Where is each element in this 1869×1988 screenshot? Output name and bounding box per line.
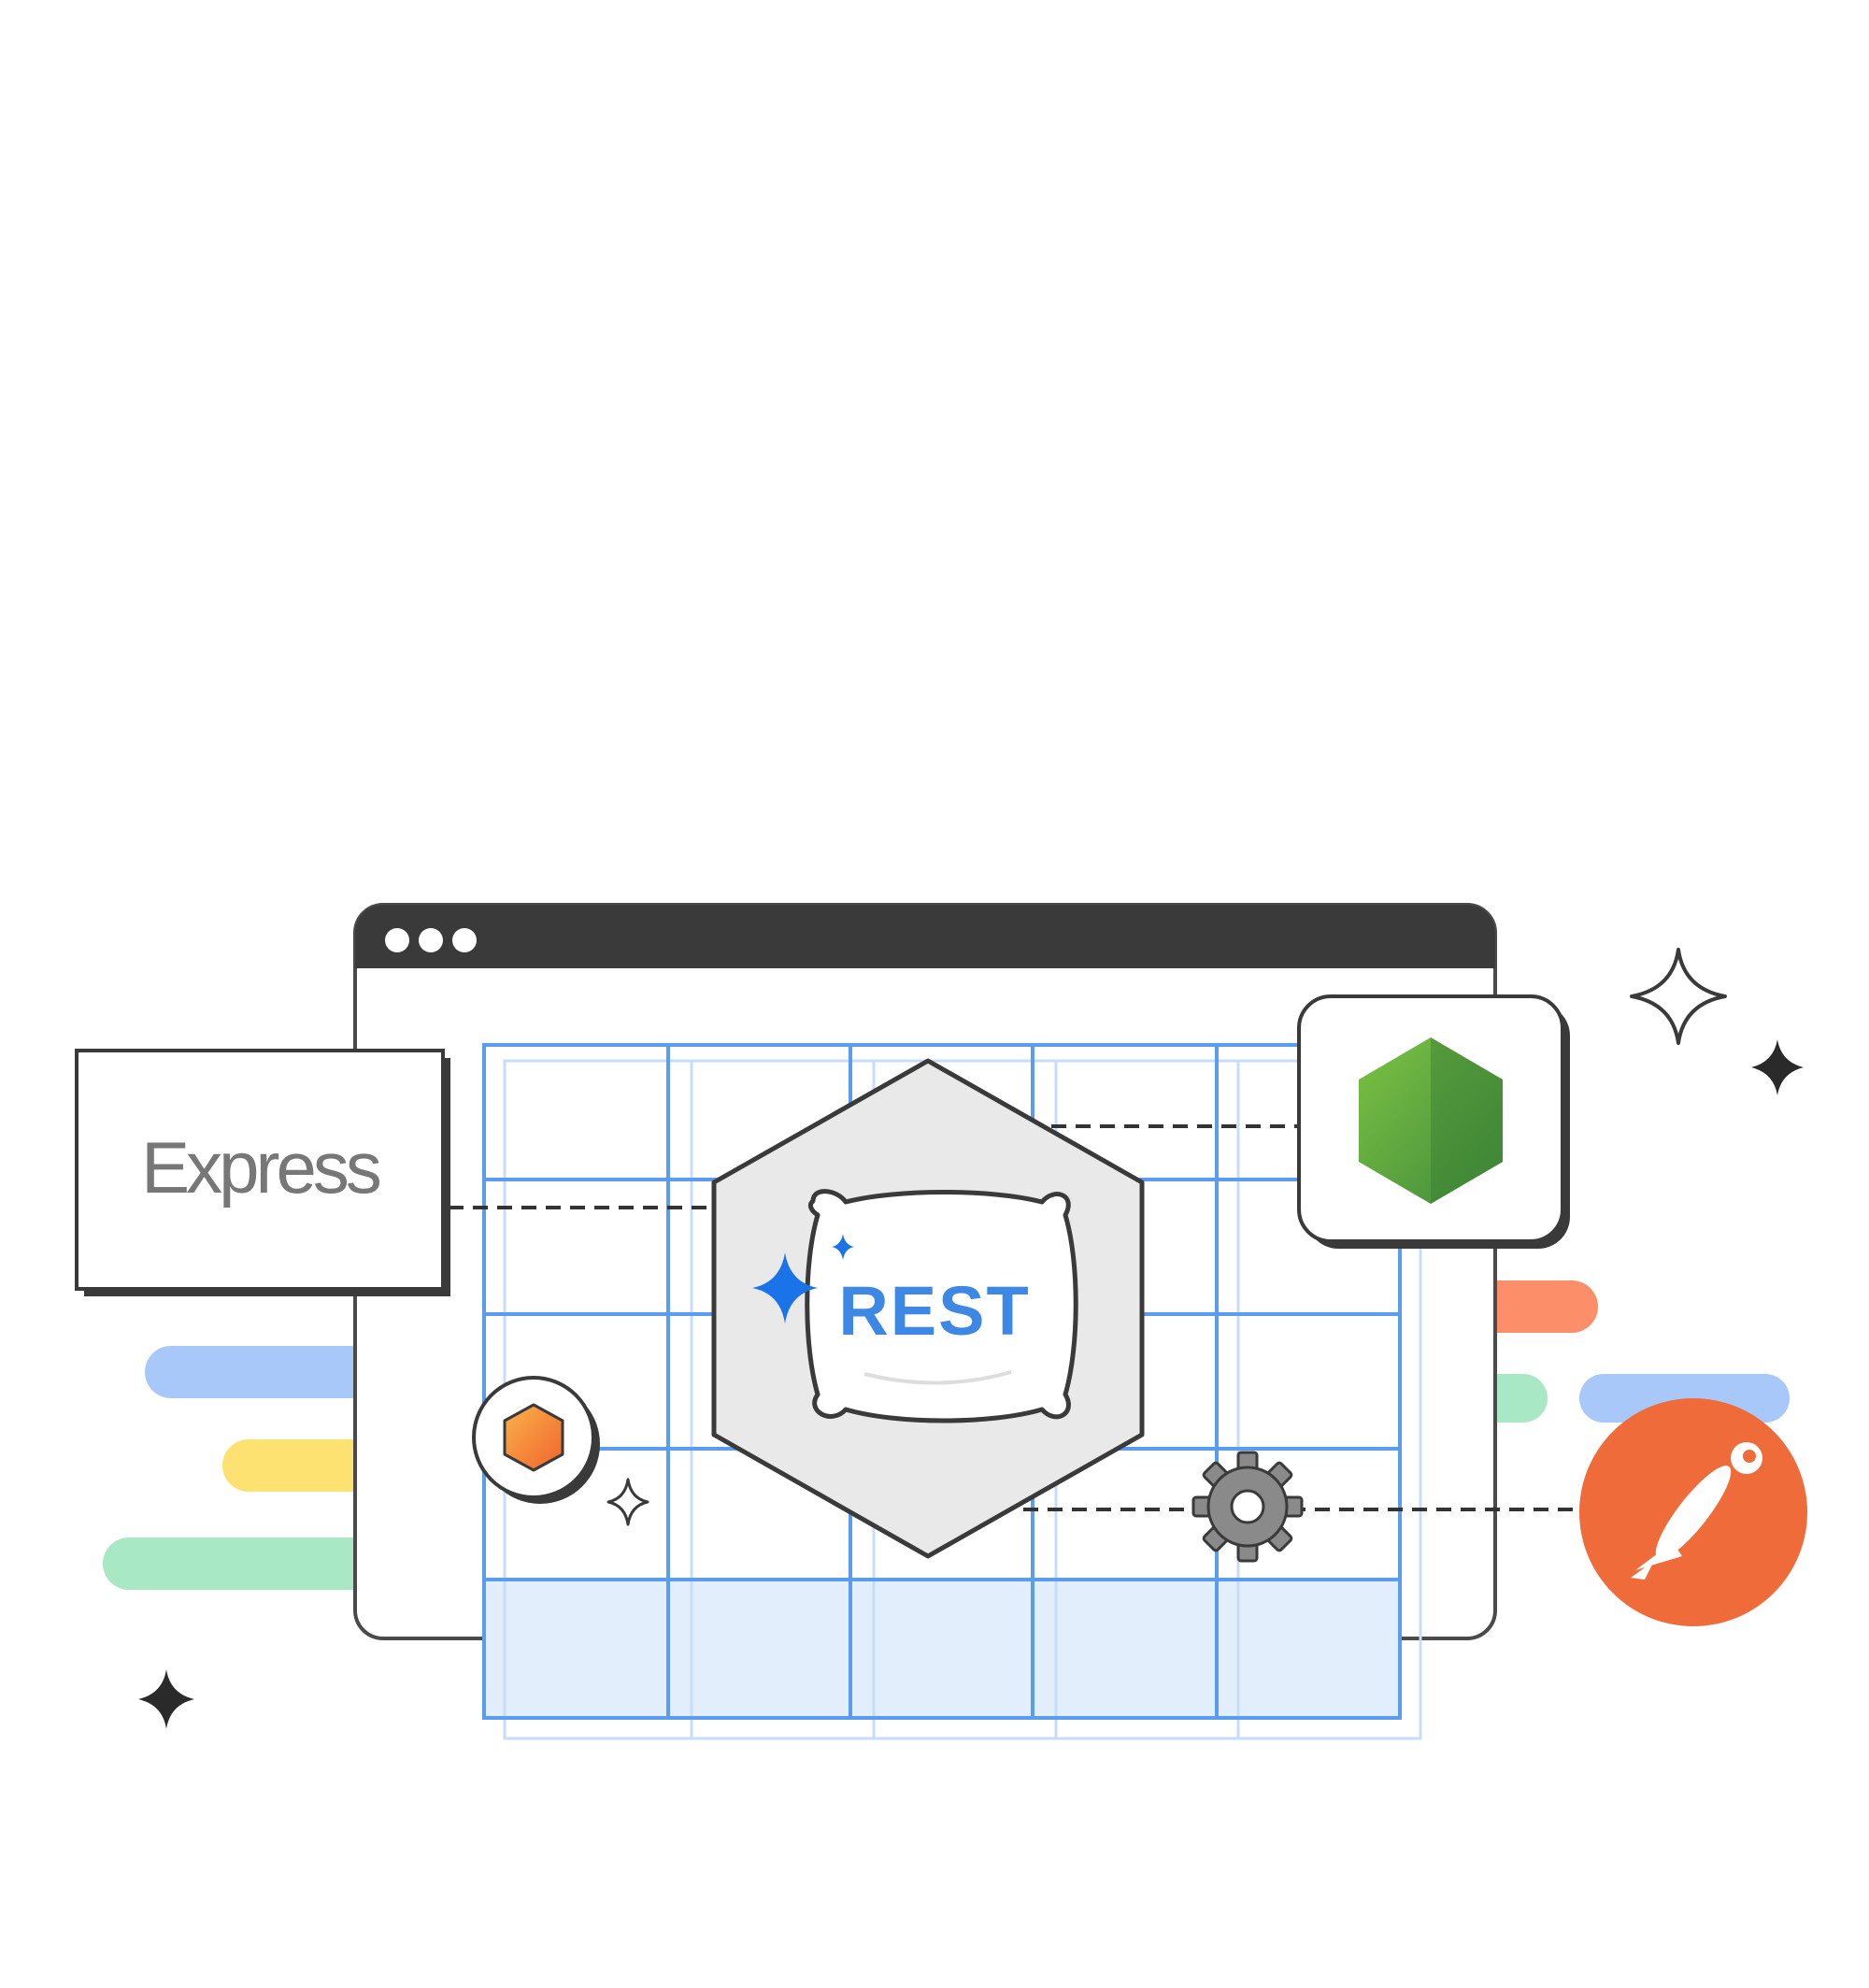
express-card-body: [75, 1049, 445, 1291]
orange-hexagon-icon: [503, 1403, 564, 1472]
sparkle-icon: [1630, 948, 1727, 1045]
sparkle-icon: [1751, 1039, 1804, 1095]
postman-visor: [1743, 1450, 1756, 1463]
rest-hexagon: REST: [711, 1058, 1145, 1559]
pill-green-left: [103, 1537, 421, 1590]
sparkle-icon: [138, 1669, 194, 1729]
rest-pillow-logo: [805, 1189, 1078, 1423]
express-card: Express: [75, 1049, 450, 1296]
rest-logo-text: REST: [838, 1272, 1030, 1350]
nodejs-hexagon-icon: [1359, 1037, 1503, 1204]
postman-astronaut-icon: [1631, 1442, 1762, 1580]
sparkle-icon: [752, 1252, 818, 1323]
nodejs-hexagon-shade: [1431, 1037, 1503, 1204]
grid-bottom-row-fill: [484, 1580, 1400, 1718]
window-title-bar: [355, 905, 1495, 968]
nodejs-card: [1297, 994, 1570, 1249]
connector-lines: [449, 1124, 1589, 1511]
pillow-seam: [863, 1370, 1012, 1385]
express-logo: Express: [141, 1126, 380, 1209]
postman-logo: [1579, 1398, 1807, 1626]
sparkle-icon: [832, 1234, 854, 1260]
orange-hexagon-badge: [472, 1376, 600, 1504]
gear-icon: [1191, 1451, 1304, 1563]
sparkle-icon: [606, 1478, 649, 1526]
three-dots-icon: [385, 928, 477, 952]
pill-blue-left: [145, 1346, 416, 1398]
